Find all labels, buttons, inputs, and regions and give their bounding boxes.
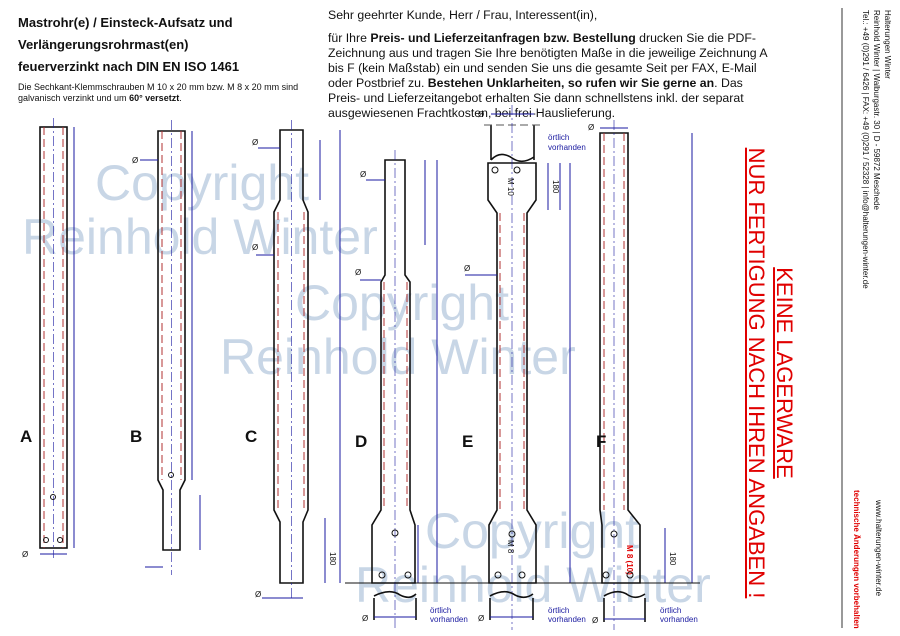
company-address: Reinhold Winter | Walburgastr. 30 | D - …	[872, 10, 881, 210]
local-note: örtlich	[548, 133, 569, 142]
drawing-label-b: B	[130, 427, 142, 446]
diameter-symbol: Ø	[362, 614, 368, 623]
diameter-symbol: Ø	[132, 156, 138, 165]
disclaimer: technische Änderungen vorbehalten	[852, 490, 861, 629]
drawing-label-f: F	[596, 432, 606, 451]
diameter-symbol: Ø	[252, 243, 258, 252]
screw-label-m10: M 10	[506, 178, 515, 196]
screw-note-bold: 60° versetzt	[129, 93, 180, 103]
watermark-line-2: Reinhold Winter	[22, 209, 378, 265]
diameter-symbol: Ø	[360, 170, 366, 179]
intro-text-3: . Das Preis- und Lieferzeitangebot erhal…	[328, 76, 744, 120]
intro-text-2: drucken Sie die PDF-Zeichnung aus und tr…	[328, 31, 767, 90]
intro-text-1: für Ihre	[328, 31, 371, 45]
diameter-symbol: Ø	[588, 123, 594, 132]
local-note: örtlich	[548, 606, 569, 615]
company-website[interactable]: www.halterungen-winter.de	[874, 500, 883, 597]
company-info: Halterungen Winter Reinhold Winter | Wal…	[860, 10, 893, 289]
screw-note-text: Die Sechkant-Klemmschrauben M 10 x 20 mm…	[18, 82, 299, 103]
drawing-label-a: A	[20, 427, 32, 446]
company-contact: Tel.: +49 (0)291 / 6426 | FAX: +49 (0)29…	[861, 10, 870, 289]
diameter-symbol: Ø	[252, 138, 258, 147]
drawing-label-e: E	[462, 432, 473, 451]
company-name: Halterungen Winter	[883, 10, 892, 79]
watermark: Copyright Reinhold Winter Copyright Rein…	[22, 155, 711, 613]
diameter-symbol: Ø	[355, 268, 361, 277]
local-note: örtlich	[660, 606, 681, 615]
watermark-line-1: Copyright	[95, 155, 309, 211]
diameter-symbol: Ø	[22, 550, 28, 559]
intro-bold-1: Preis- und Lieferzeitanfragen bzw. Beste…	[370, 31, 636, 45]
drawing-a: Ø A	[20, 118, 75, 559]
screw-note-suffix: .	[179, 93, 182, 103]
title-line-2: Verlängerungsrohrmast(en)	[18, 37, 189, 52]
diameter-symbol: Ø	[464, 264, 470, 273]
local-note: örtlich	[430, 606, 451, 615]
watermark-line-1: Copyright	[295, 275, 509, 331]
diameter-symbol: Ø	[478, 614, 484, 623]
title-line-1: Mastrohr(e) / Einsteck-Aufsatz und	[18, 15, 233, 30]
diameter-symbol: Ø	[255, 590, 261, 599]
warning-notice: KEINE LAGERWARE NUR FERTIGUNG NACH IHREN…	[742, 138, 798, 608]
intro-text: Sehr geehrter Kunde, Herr / Frau, Intere…	[328, 8, 768, 129]
diameter-symbol: Ø	[592, 616, 598, 625]
warning-line-1: KEINE LAGERWARE	[772, 267, 797, 479]
intro-bold-2: Bestehen Unklarheiten, so rufen wir Sie …	[427, 76, 715, 90]
watermark-line-1: Copyright	[425, 503, 639, 559]
intro-paragraph: für Ihre Preis- und Lieferzeitanfragen b…	[328, 31, 768, 121]
dimension-180: 180	[668, 552, 677, 566]
dimension-180: 180	[551, 180, 560, 194]
drawing-b: Ø B	[130, 120, 201, 575]
watermark-line-2: Reinhold Winter	[220, 329, 576, 385]
screw-label-m8-10: M 8 (10)	[625, 545, 634, 575]
title-line-3: feuerverzinkt nach DIN EN ISO 1461	[18, 59, 240, 74]
warning-line-2: NUR FERTIGUNG NACH IHREN ANGABEN !	[744, 147, 769, 599]
drawing-c: Ø Ø Ø 180 C	[245, 120, 341, 600]
local-note: vorhanden	[660, 615, 698, 624]
document-header: Mastrohr(e) / Einsteck-Aufsatz und Verlä…	[18, 12, 318, 104]
dimension-180: 180	[328, 552, 337, 566]
greeting: Sehr geehrter Kunde, Herr / Frau, Intere…	[328, 8, 598, 22]
local-note: vorhanden	[430, 615, 468, 624]
screw-note: Die Sechkant-Klemmschrauben M 10 x 20 mm…	[18, 82, 318, 104]
local-note: vorhanden	[548, 143, 586, 152]
drawing-f: Ø M 8 (10) 180 F	[588, 120, 693, 630]
drawing-label-c: C	[245, 427, 257, 446]
screw-label-m8: M 8	[506, 540, 515, 554]
lower-pipes: Ø örtlich vorhanden Ø örtlich vorhanden …	[362, 590, 698, 625]
drawing-e: Ø örtlich vorhanden M 10 M 8 180 Ø E	[462, 105, 586, 630]
local-note: vorhanden	[548, 615, 586, 624]
drawing-label-d: D	[355, 432, 367, 451]
diameter-symbol: Ø	[478, 110, 484, 119]
